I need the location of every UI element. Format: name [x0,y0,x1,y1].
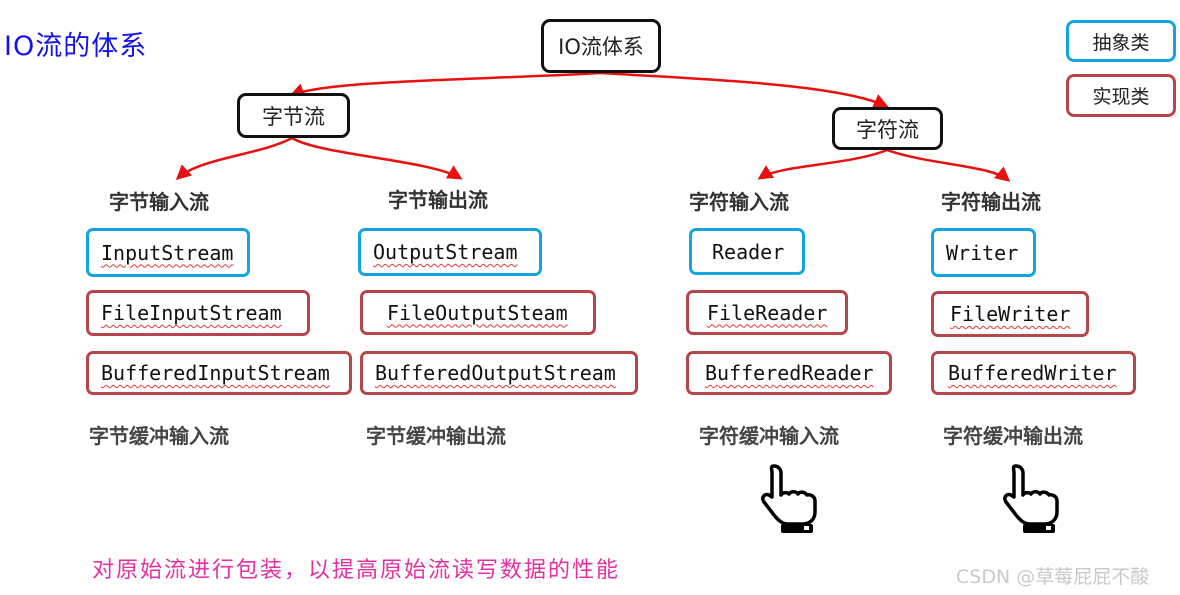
fileinputstream-box: FileInputStream [86,290,310,336]
watermark: CSDN @草莓屁屁不酸 [956,566,1150,588]
byte-buffered-output-label: 字节缓冲输出流 [366,424,506,448]
edge-byte-input [175,136,293,181]
edge-root-char [599,71,889,108]
char-buffered-input-label: 字符缓冲输入流 [699,424,839,448]
edge-char-output [886,148,1011,182]
fileoutputsteam-box: FileOutputSteam [360,290,596,335]
bufferedoutputstream-box: BufferedOutputStream [360,351,638,395]
char-input-label: 字符输入流 [689,190,789,214]
bufferedinputstream-box: BufferedInputStream [86,351,352,395]
edge-root-byte [289,71,601,98]
char-output-label: 字符输出流 [941,190,1041,214]
char-buffered-output-label: 字符缓冲输出流 [943,424,1083,448]
wrapper-note: 对原始流进行包装，以提高原始流读写数据的性能 [92,558,621,583]
reader-box: Reader [689,228,805,275]
filewriter-box: FileWriter [931,291,1089,337]
char-stream-node: 字符流 [832,107,943,150]
byte-input-label: 字节输入流 [109,190,209,214]
diagram-title: IO流的体系 [4,31,148,62]
pointing-hand-icon [1003,464,1059,533]
inputstream-box: InputStream [86,228,250,277]
pointing-hand-icon [761,464,817,533]
outputstream-box: OutputStream [358,228,542,276]
writer-box: Writer [931,228,1036,277]
filereader-box: FileReader [686,290,848,335]
byte-stream-node: 字节流 [237,93,350,138]
edge-byte-output [291,136,463,180]
edge-char-input [757,148,888,180]
legend-impl: 实现类 [1066,74,1176,117]
byte-buffered-input-label: 字节缓冲输入流 [89,424,229,448]
root-node: IO流体系 [541,19,661,73]
legend-abstract: 抽象类 [1066,20,1176,62]
bufferedreader-box: BufferedReader [686,351,892,395]
bufferedwriter-box: BufferedWriter [931,351,1136,395]
byte-output-label: 字节输出流 [388,188,488,212]
